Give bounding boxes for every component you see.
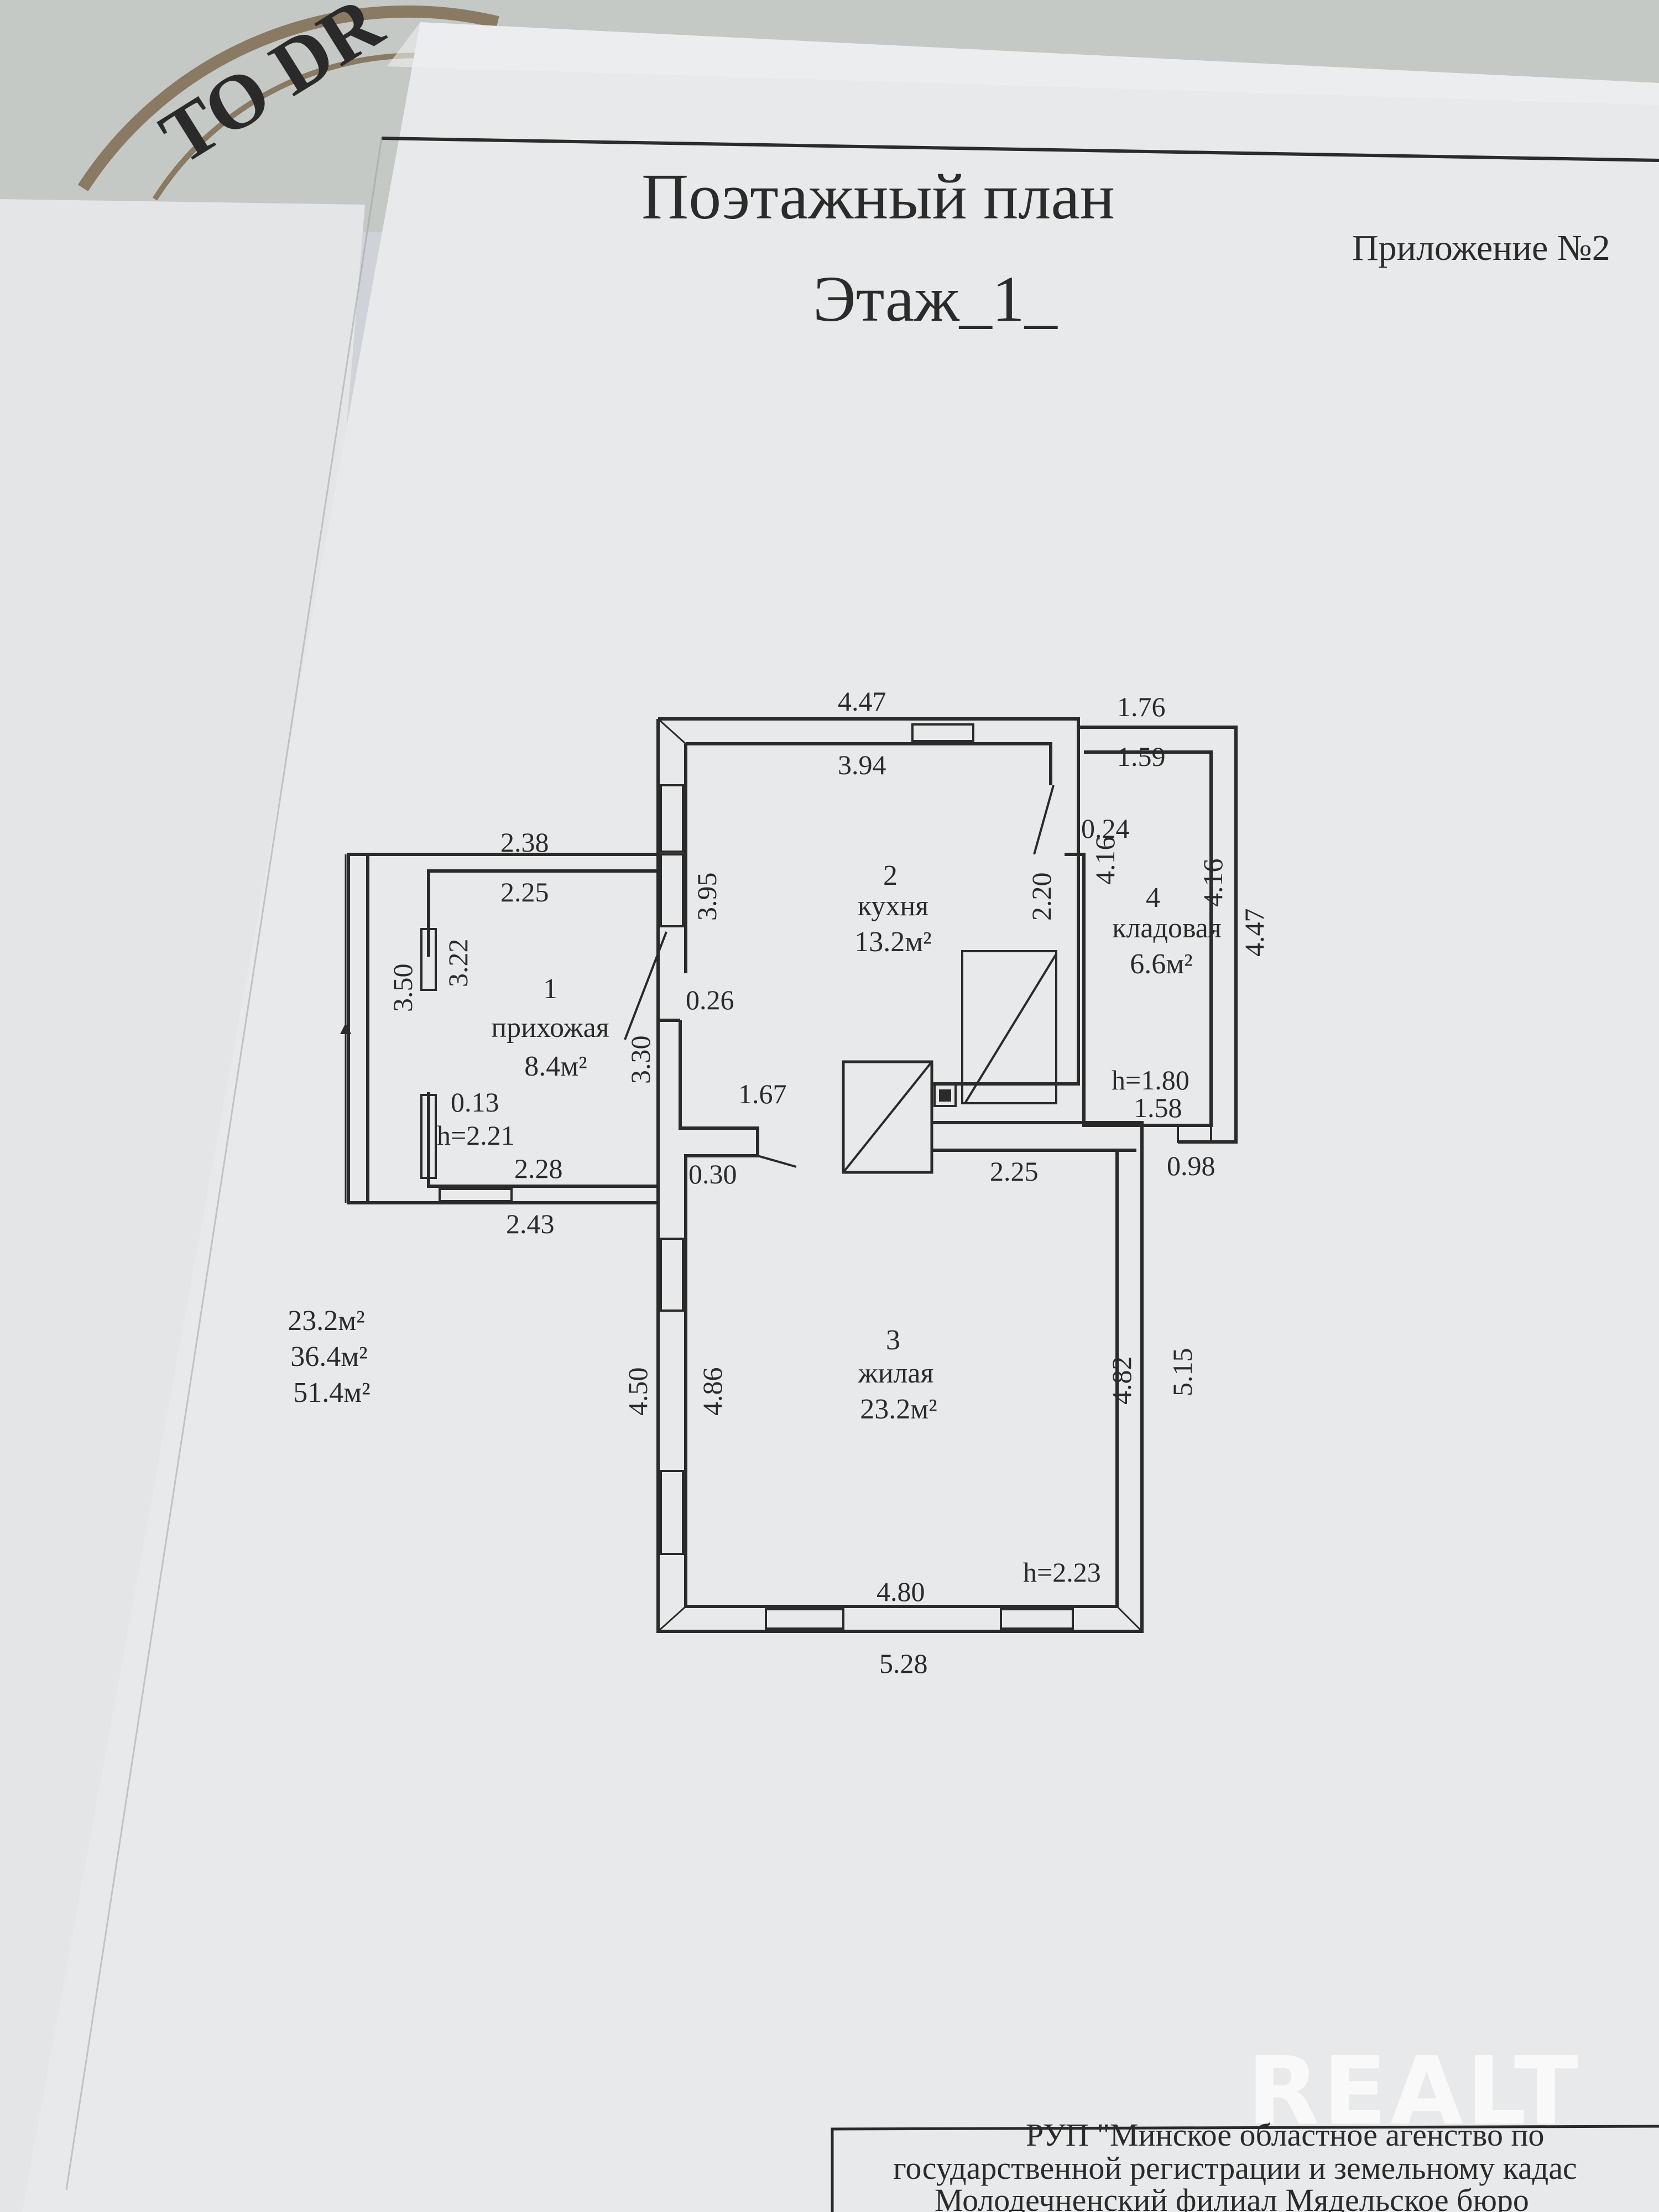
dim-living-right-outer: 5.15 bbox=[1167, 1348, 1198, 1397]
room-4-area: 6.6м² bbox=[1130, 948, 1193, 980]
dim-storage-left: 4.16 bbox=[1089, 837, 1120, 885]
dim-wall-030: 0.30 bbox=[688, 1159, 737, 1190]
room-3-number: 3 bbox=[886, 1324, 900, 1356]
room-1-name: прихожая bbox=[491, 1012, 609, 1044]
dim-hall-outer-left: 3.50 bbox=[387, 964, 418, 1013]
dim-hall-wall: 0.13 bbox=[451, 1087, 499, 1118]
dim-living-left-inner: 4.86 bbox=[697, 1368, 728, 1416]
title-line-2: Этаж_1_ bbox=[813, 263, 1058, 335]
dim-living-left-outer: 4.50 bbox=[622, 1368, 653, 1416]
dim-top-kitchen-inner: 3.94 bbox=[838, 749, 886, 780]
room-2-area: 13.2м² bbox=[854, 926, 932, 958]
appendix-label: Приложение №2 bbox=[1352, 228, 1610, 268]
stamp-line-2: государственной регистрации и земельному… bbox=[893, 2150, 1577, 2186]
room-1-number: 1 bbox=[543, 973, 557, 1005]
dim-kitchen-left: 3.95 bbox=[691, 873, 722, 921]
room-1-area: 8.4м² bbox=[524, 1051, 587, 1082]
floor-plan bbox=[340, 717, 1238, 1633]
room-4-number: 4 bbox=[1146, 882, 1160, 914]
dim-hall-inner-left: 3.22 bbox=[442, 939, 473, 988]
dim-living-bottom-inner: 4.80 bbox=[877, 1576, 925, 1607]
stamp-line-3: Молодечненский филиал Мядельское бюро bbox=[935, 2182, 1529, 2212]
dim-partition-167: 1.67 bbox=[738, 1078, 787, 1109]
dim-hall-top-inner: 2.25 bbox=[500, 877, 549, 907]
room-2-number: 2 bbox=[883, 860, 898, 891]
dim-storage-right: 4.16 bbox=[1197, 859, 1228, 907]
title-line-1: Поэтажный план bbox=[641, 160, 1115, 233]
room-3-area: 23.2м² bbox=[860, 1394, 937, 1425]
dim-top-kitchen-outer: 4.47 bbox=[838, 686, 886, 717]
height-room-1: h=2.21 bbox=[437, 1120, 515, 1151]
dim-kitchen-bottom: 2.25 bbox=[990, 1156, 1039, 1187]
dim-storage-door: 0.98 bbox=[1167, 1150, 1215, 1181]
dim-storage-outer-right: 4.47 bbox=[1239, 909, 1270, 957]
dim-storage-wall: 0.24 bbox=[1081, 813, 1130, 844]
room-3-name: жилая bbox=[858, 1358, 934, 1389]
agency-stamp-box: РУП "Минское областное агенство по госуд… bbox=[831, 2117, 1659, 2212]
room-4-name: кладовая bbox=[1112, 912, 1222, 944]
underlying-page bbox=[0, 199, 365, 2212]
total-area: 36.4м² bbox=[290, 1341, 368, 1373]
dim-hall-bottom-outer: 2.43 bbox=[506, 1208, 555, 1239]
main-page bbox=[22, 22, 1659, 2212]
dim-hall-bottom-inner: 2.28 bbox=[514, 1153, 563, 1184]
dim-kitchen-right: 2.20 bbox=[1026, 873, 1057, 921]
dim-storage-bottom: 1.58 bbox=[1134, 1092, 1182, 1123]
page-border-top bbox=[381, 137, 1659, 162]
dim-living-bottom-outer: 5.28 bbox=[879, 1648, 928, 1679]
dim-living-right-inner: 4.82 bbox=[1106, 1357, 1137, 1405]
dim-wall-330: 3.30 bbox=[625, 1036, 656, 1084]
dim-top-storage-inner: 1.59 bbox=[1117, 741, 1166, 772]
page-border-left bbox=[65, 138, 383, 2190]
height-room-3: h=2.23 bbox=[1023, 1557, 1101, 1588]
dim-wall-026: 0.26 bbox=[686, 984, 734, 1015]
stamp-line-1: РУП "Минское областное агенство по bbox=[1026, 2117, 1545, 2153]
total-with: 51.4м² bbox=[293, 1377, 371, 1408]
room-2-name: кухня bbox=[858, 890, 928, 922]
dim-hall-top-outer: 2.38 bbox=[500, 827, 549, 858]
dim-top-storage-outer: 1.76 bbox=[1117, 691, 1166, 722]
total-living: 23.2м² bbox=[288, 1305, 365, 1337]
height-room-4: h=1.80 bbox=[1112, 1065, 1190, 1095]
